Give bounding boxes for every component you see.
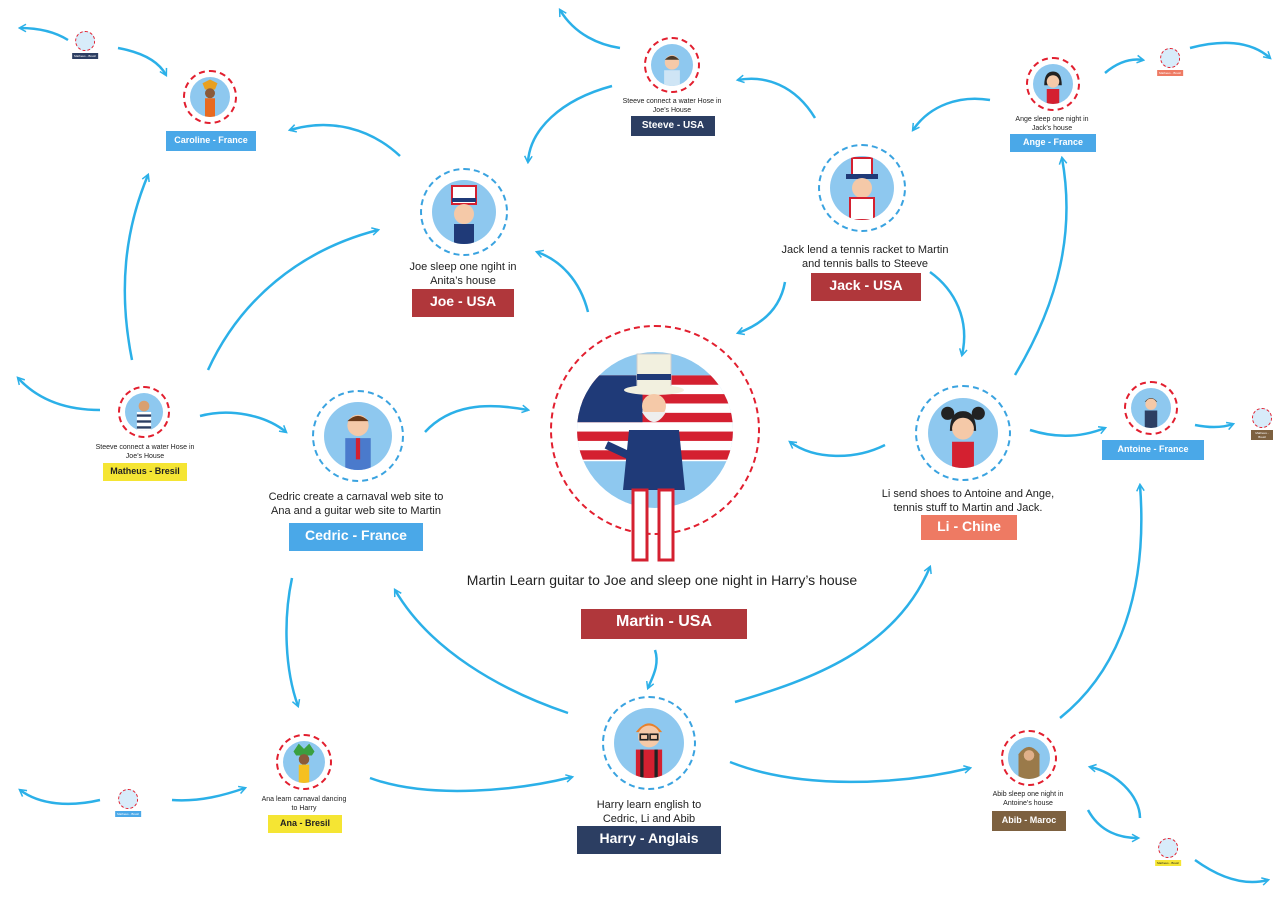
small-avatar-icon <box>75 31 95 51</box>
arrow <box>560 10 621 50</box>
small-avatar-icon <box>1252 408 1272 428</box>
arrow <box>117 46 166 75</box>
node-label: Li - Chine <box>921 515 1017 540</box>
arrow <box>1090 767 1142 819</box>
node-label: Matheus - Bresil <box>103 463 187 481</box>
node-description-text: Steeve connect a water Hose in Joe’s Hou… <box>95 444 195 461</box>
arrow <box>913 97 991 130</box>
small-node: Matheus - Bresil <box>115 789 141 817</box>
man-avatar-icon <box>651 44 693 86</box>
node-description: Joe sleep one ngiht in Anita’s house <box>403 260 523 289</box>
small-node-label: Matheus - Bresil <box>1155 860 1181 866</box>
node-description-text: Ange sleep one night in Jack’s house <box>1015 116 1089 133</box>
arrow <box>199 411 286 432</box>
boy-uncle-sam-hat-icon <box>830 156 894 220</box>
arrow <box>1029 428 1105 438</box>
node-description-text: Steeve connect a water Hose in Joe’s Hou… <box>622 98 722 115</box>
arrow <box>729 760 970 784</box>
uncle-sam-boy-icon <box>432 180 496 244</box>
arrow <box>20 28 69 42</box>
node-label: Antoine - France <box>1102 440 1204 460</box>
arrow <box>528 84 613 162</box>
arrow <box>929 270 964 355</box>
small-node: Matheus - Bresil <box>1155 838 1181 866</box>
node-description-text: Abib sleep one night in Antoine’s house <box>992 791 1064 808</box>
arrow <box>20 790 101 806</box>
node-description: Ange sleep one night in Jack’s house <box>1007 115 1097 133</box>
arrow <box>1194 424 1233 427</box>
redhead-glasses-man-icon <box>614 708 684 778</box>
small-node-label: Matheus - Bresil <box>1157 70 1183 76</box>
young-man-icon <box>1131 388 1171 428</box>
woman-avatar-icon <box>1033 64 1073 104</box>
node-description: Steeve connect a water Hose in Joe’s Hou… <box>617 97 727 115</box>
arrow <box>1086 809 1138 838</box>
node-description: Abib sleep one night in Antoine’s house <box>983 790 1073 808</box>
samba-dancer-icon <box>283 741 325 783</box>
node-description-text: Joe sleep one ngiht in Anita’s house <box>409 261 517 288</box>
small-node-label: Matheus - Bresil <box>1251 430 1273 440</box>
node-label: Joe - USA <box>412 289 514 317</box>
arrow <box>537 252 590 313</box>
node-label: Caroline - France <box>166 131 256 151</box>
small-node-label: Matheus - Bresil <box>115 811 141 817</box>
node-description: Li send shoes to Antoine and Ange, tenni… <box>878 487 1058 516</box>
node-description: Harry learn english to Cedric, Li and Ab… <box>579 798 719 827</box>
node-label: Harry - Anglais <box>577 826 721 854</box>
node-description: Ana learn carnaval dancing to Harry <box>259 795 349 813</box>
small-avatar-icon <box>1160 48 1180 68</box>
arrow <box>123 175 148 361</box>
arrow <box>738 79 817 119</box>
arrow <box>18 378 101 412</box>
carnival-dancer-icon <box>190 77 230 117</box>
arrow <box>171 788 245 802</box>
node-description-text: Cedric create a carnaval web site to Ana… <box>268 491 444 518</box>
node-description: Steeve connect a water Hose in Joe’s Hou… <box>90 443 200 461</box>
small-node: Matheus - Bresil <box>1251 408 1273 440</box>
arrow <box>734 567 930 704</box>
node-label: Steeve - USA <box>631 116 715 136</box>
arrow <box>285 577 298 706</box>
node-description-text: Harry learn english to Cedric, Li and Ab… <box>596 799 702 826</box>
arrow <box>369 777 572 793</box>
arrow <box>648 649 658 688</box>
arrow <box>1104 60 1143 74</box>
uncle-sam-figure-icon <box>604 353 685 562</box>
chinese-girl-icon <box>928 398 998 468</box>
arrow <box>206 230 378 371</box>
arrow <box>790 442 886 458</box>
node-label: Martin - USA <box>581 609 747 639</box>
node-label: Ange - France <box>1010 134 1096 152</box>
small-avatar-icon <box>118 789 138 809</box>
veiled-woman-icon <box>1008 737 1050 779</box>
small-avatar-icon <box>1158 838 1178 858</box>
small-node: Matheus - Bresil <box>1157 48 1183 76</box>
arrow <box>395 590 569 715</box>
node-label: Cedric - France <box>289 523 423 551</box>
node-description-text: Jack lend a tennis racket to Martin and … <box>781 244 949 271</box>
arrow <box>738 281 787 333</box>
node-label: Ana - Bresil <box>268 815 342 833</box>
node-description: Cedric create a carnaval web site to Ana… <box>269 490 444 519</box>
arrow <box>1189 41 1270 58</box>
arrow <box>424 406 528 433</box>
node-label: Jack - USA <box>811 273 921 301</box>
businessman-icon <box>324 402 392 470</box>
node-description-text: Li send shoes to Antoine and Ange, tenni… <box>881 488 1055 515</box>
arrow <box>290 123 401 157</box>
node-description: Jack lend a tennis racket to Martin and … <box>780 243 950 272</box>
arrow <box>1059 485 1141 719</box>
node-description: Martin Learn guitar to Joe and sleep one… <box>466 572 858 588</box>
striped-shirt-man-icon <box>125 393 163 431</box>
small-node-label: Matheus - Bresil <box>72 53 98 59</box>
node-description-text: Ana learn carnaval dancing to Harry <box>261 796 347 813</box>
arrow <box>1194 858 1268 882</box>
arrow <box>1013 158 1068 376</box>
small-node: Matheus - Bresil <box>72 31 98 59</box>
node-label: Abib - Maroc <box>992 811 1066 831</box>
